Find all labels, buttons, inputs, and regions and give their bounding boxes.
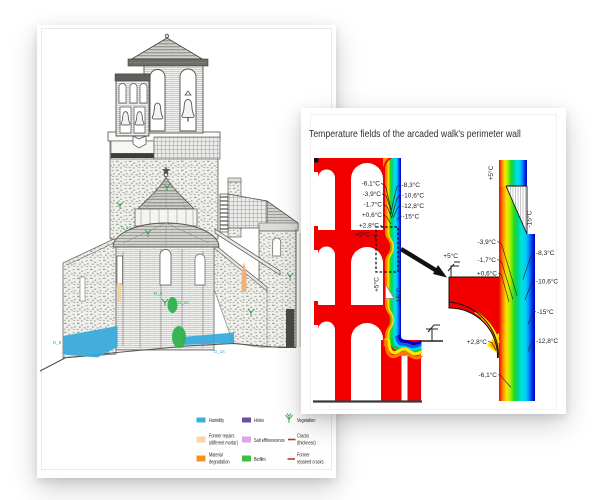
svg-text:D_8: D_8 [53,340,62,345]
svg-text:-3,9°C: -3,9°C [363,190,382,198]
svg-text:Salt efflorescence: Salt efflorescence [254,438,285,444]
svg-text:-15°C: -15°C [537,308,554,316]
svg-text:-1,7°C: -1,7°C [364,201,383,209]
svg-text:Cracks: Cracks [297,433,310,439]
svg-text:-3,9°C: -3,9°C [478,238,497,246]
svg-text:(thickness): (thickness) [297,440,316,446]
svg-text:+5°C: +5°C [355,231,370,239]
svg-text:-10,6°C: -10,6°C [536,278,558,286]
svg-text:-15°C: -15°C [526,210,534,227]
svg-text:+5°C: +5°C [373,277,381,292]
svg-text:-6,1°C: -6,1°C [479,371,498,379]
svg-text:Former: Former [297,452,310,458]
svg-text:Temperature fields of the arca: Temperature fields of the arcaded walk's… [309,128,521,140]
svg-text:+5°C: +5°C [487,165,495,180]
svg-text:-6,1°C: -6,1°C [362,180,381,188]
svg-text:-15°C: -15°C [403,213,420,221]
svg-text:+5°C: +5°C [443,252,458,260]
svg-text:0_15: 0_15 [121,225,132,230]
svg-text:-15°C: -15°C [395,287,403,304]
svg-text:D_3: D_3 [154,291,163,296]
svg-text:-10,6°C: -10,6°C [402,192,424,200]
svg-text:D_10: D_10 [178,300,189,305]
svg-text:Material: Material [209,452,223,458]
svg-text:repaired cracks: repaired cracks [297,459,324,465]
svg-text:Holes: Holes [254,418,265,424]
svg-text:degradation: degradation [209,459,230,465]
svg-text:+2,8°C: +2,8°C [359,222,379,230]
svg-text:(different mortar): (different mortar) [209,440,238,446]
svg-text:Humidity: Humidity [209,418,225,424]
svg-text:+0,6°C: +0,6°C [477,270,497,278]
svg-text:+0,6°C: +0,6°C [362,211,382,219]
svg-text:Vegetation: Vegetation [297,418,316,424]
svg-text:Biofilm: Biofilm [254,457,266,463]
svg-text:D_14: D_14 [214,349,225,354]
svg-text:Former repairs: Former repairs [209,433,235,439]
svg-text:-12,8°C: -12,8°C [536,337,558,345]
svg-text:+2,8°C: +2,8°C [467,338,487,346]
svg-text:-8,3°C: -8,3°C [536,249,555,257]
svg-text:-8,3°C: -8,3°C [402,181,421,189]
svg-text:-1,7°C: -1,7°C [478,256,497,264]
svg-text:-12,8°C: -12,8°C [402,202,424,210]
